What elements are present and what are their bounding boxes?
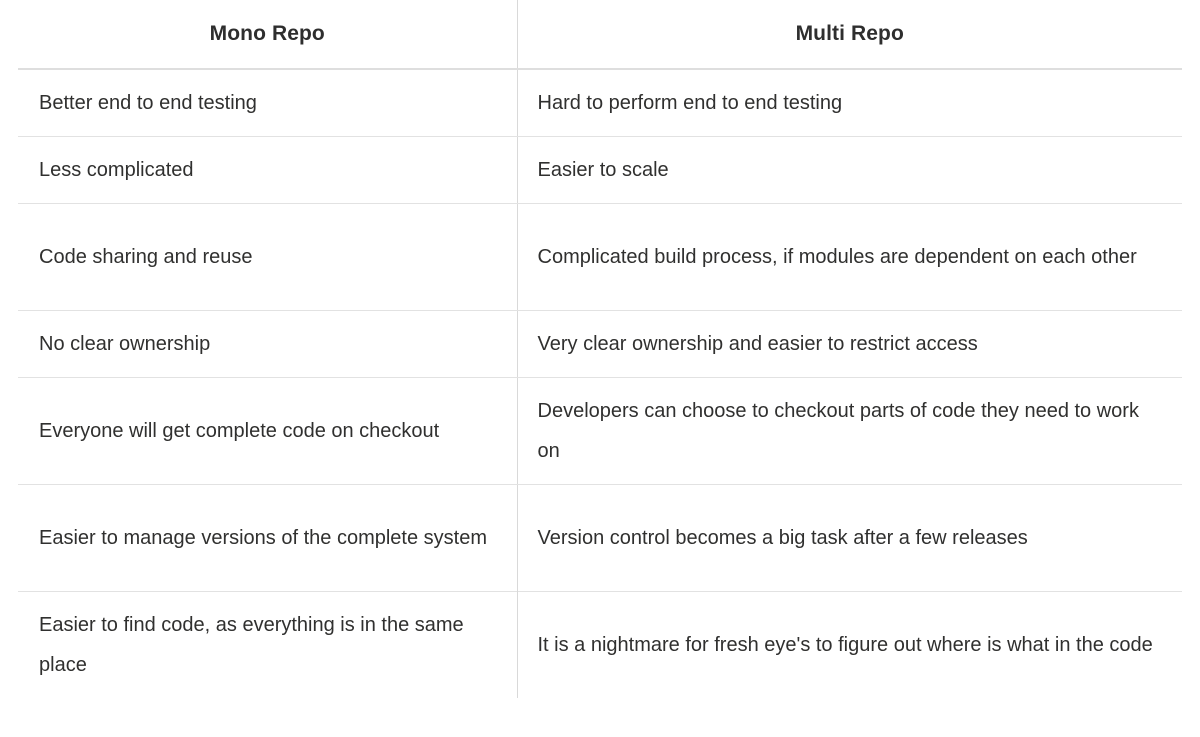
header-row: Mono Repo Multi Repo <box>18 0 1182 70</box>
table-row: Easier to find code, as everything is in… <box>18 591 1182 699</box>
table-row: Less complicated Easier to scale <box>18 136 1182 204</box>
table-row: Better end to end testing Hard to perfor… <box>18 69 1182 137</box>
cell-mono-repo: Code sharing and reuse <box>18 203 518 311</box>
cell-text: Better end to end testing <box>39 92 257 114</box>
cell-multi-repo: Complicated build process, if modules ar… <box>517 203 1182 311</box>
cell-multi-repo: Developers can choose to checkout parts … <box>517 377 1182 485</box>
table-row: Easier to manage versions of the complet… <box>18 484 1182 592</box>
column-header-mono-repo: Mono Repo <box>18 0 518 70</box>
cell-text: Easier to scale <box>537 159 669 181</box>
cell-text: Very clear ownership and easier to restr… <box>537 333 978 355</box>
cell-text: No clear ownership <box>39 333 211 355</box>
cell-text: Everyone will get complete code on check… <box>39 420 440 442</box>
cell-text: Version control becomes a big task after… <box>537 527 1028 549</box>
table-row: Code sharing and reuse Complicated build… <box>18 203 1182 311</box>
cell-text: Easier to manage versions of the complet… <box>39 527 487 549</box>
table-row: Everyone will get complete code on check… <box>18 377 1182 485</box>
cell-multi-repo: Hard to perform end to end testing <box>517 69 1182 137</box>
cell-mono-repo: No clear ownership <box>18 310 518 378</box>
cell-text: Less complicated <box>39 159 194 181</box>
column-header-multi-repo: Multi Repo <box>517 0 1182 70</box>
table-header: Mono Repo Multi Repo <box>18 0 1182 70</box>
cell-text: Code sharing and reuse <box>39 246 253 268</box>
cell-mono-repo: Everyone will get complete code on check… <box>18 377 518 485</box>
cell-text: It is a nightmare for fresh eye's to fig… <box>537 634 1153 656</box>
cell-multi-repo: Easier to scale <box>517 136 1182 204</box>
column-divider <box>517 586 518 692</box>
cell-text: Hard to perform end to end testing <box>537 92 843 114</box>
cell-text: Complicated build process, if modules ar… <box>537 246 1137 268</box>
cell-multi-repo: Version control becomes a big task after… <box>517 484 1182 592</box>
column-header-label-mono-repo: Mono Repo <box>209 22 325 46</box>
cell-mono-repo: Easier to find code, as everything is in… <box>18 591 518 698</box>
table-row: No clear ownership Very clear ownership … <box>18 310 1182 378</box>
table-body: Better end to end testing Hard to perfor… <box>18 69 1182 698</box>
cell-mono-repo: Better end to end testing <box>18 69 518 137</box>
column-header-label-multi-repo: Multi Repo <box>795 22 904 46</box>
cell-multi-repo: Very clear ownership and easier to restr… <box>517 310 1182 378</box>
cell-multi-repo: It is a nightmare for fresh eye's to fig… <box>517 592 1182 699</box>
cell-text: Developers can choose to checkout parts … <box>537 400 1139 462</box>
mono-vs-multi-repo-comparison-table: Mono Repo Multi Repo Better end to end t… <box>18 0 1182 698</box>
cell-mono-repo: Easier to manage versions of the complet… <box>18 484 518 592</box>
cell-text: Easier to find code, as everything is in… <box>39 614 464 676</box>
cell-mono-repo: Less complicated <box>18 136 518 204</box>
